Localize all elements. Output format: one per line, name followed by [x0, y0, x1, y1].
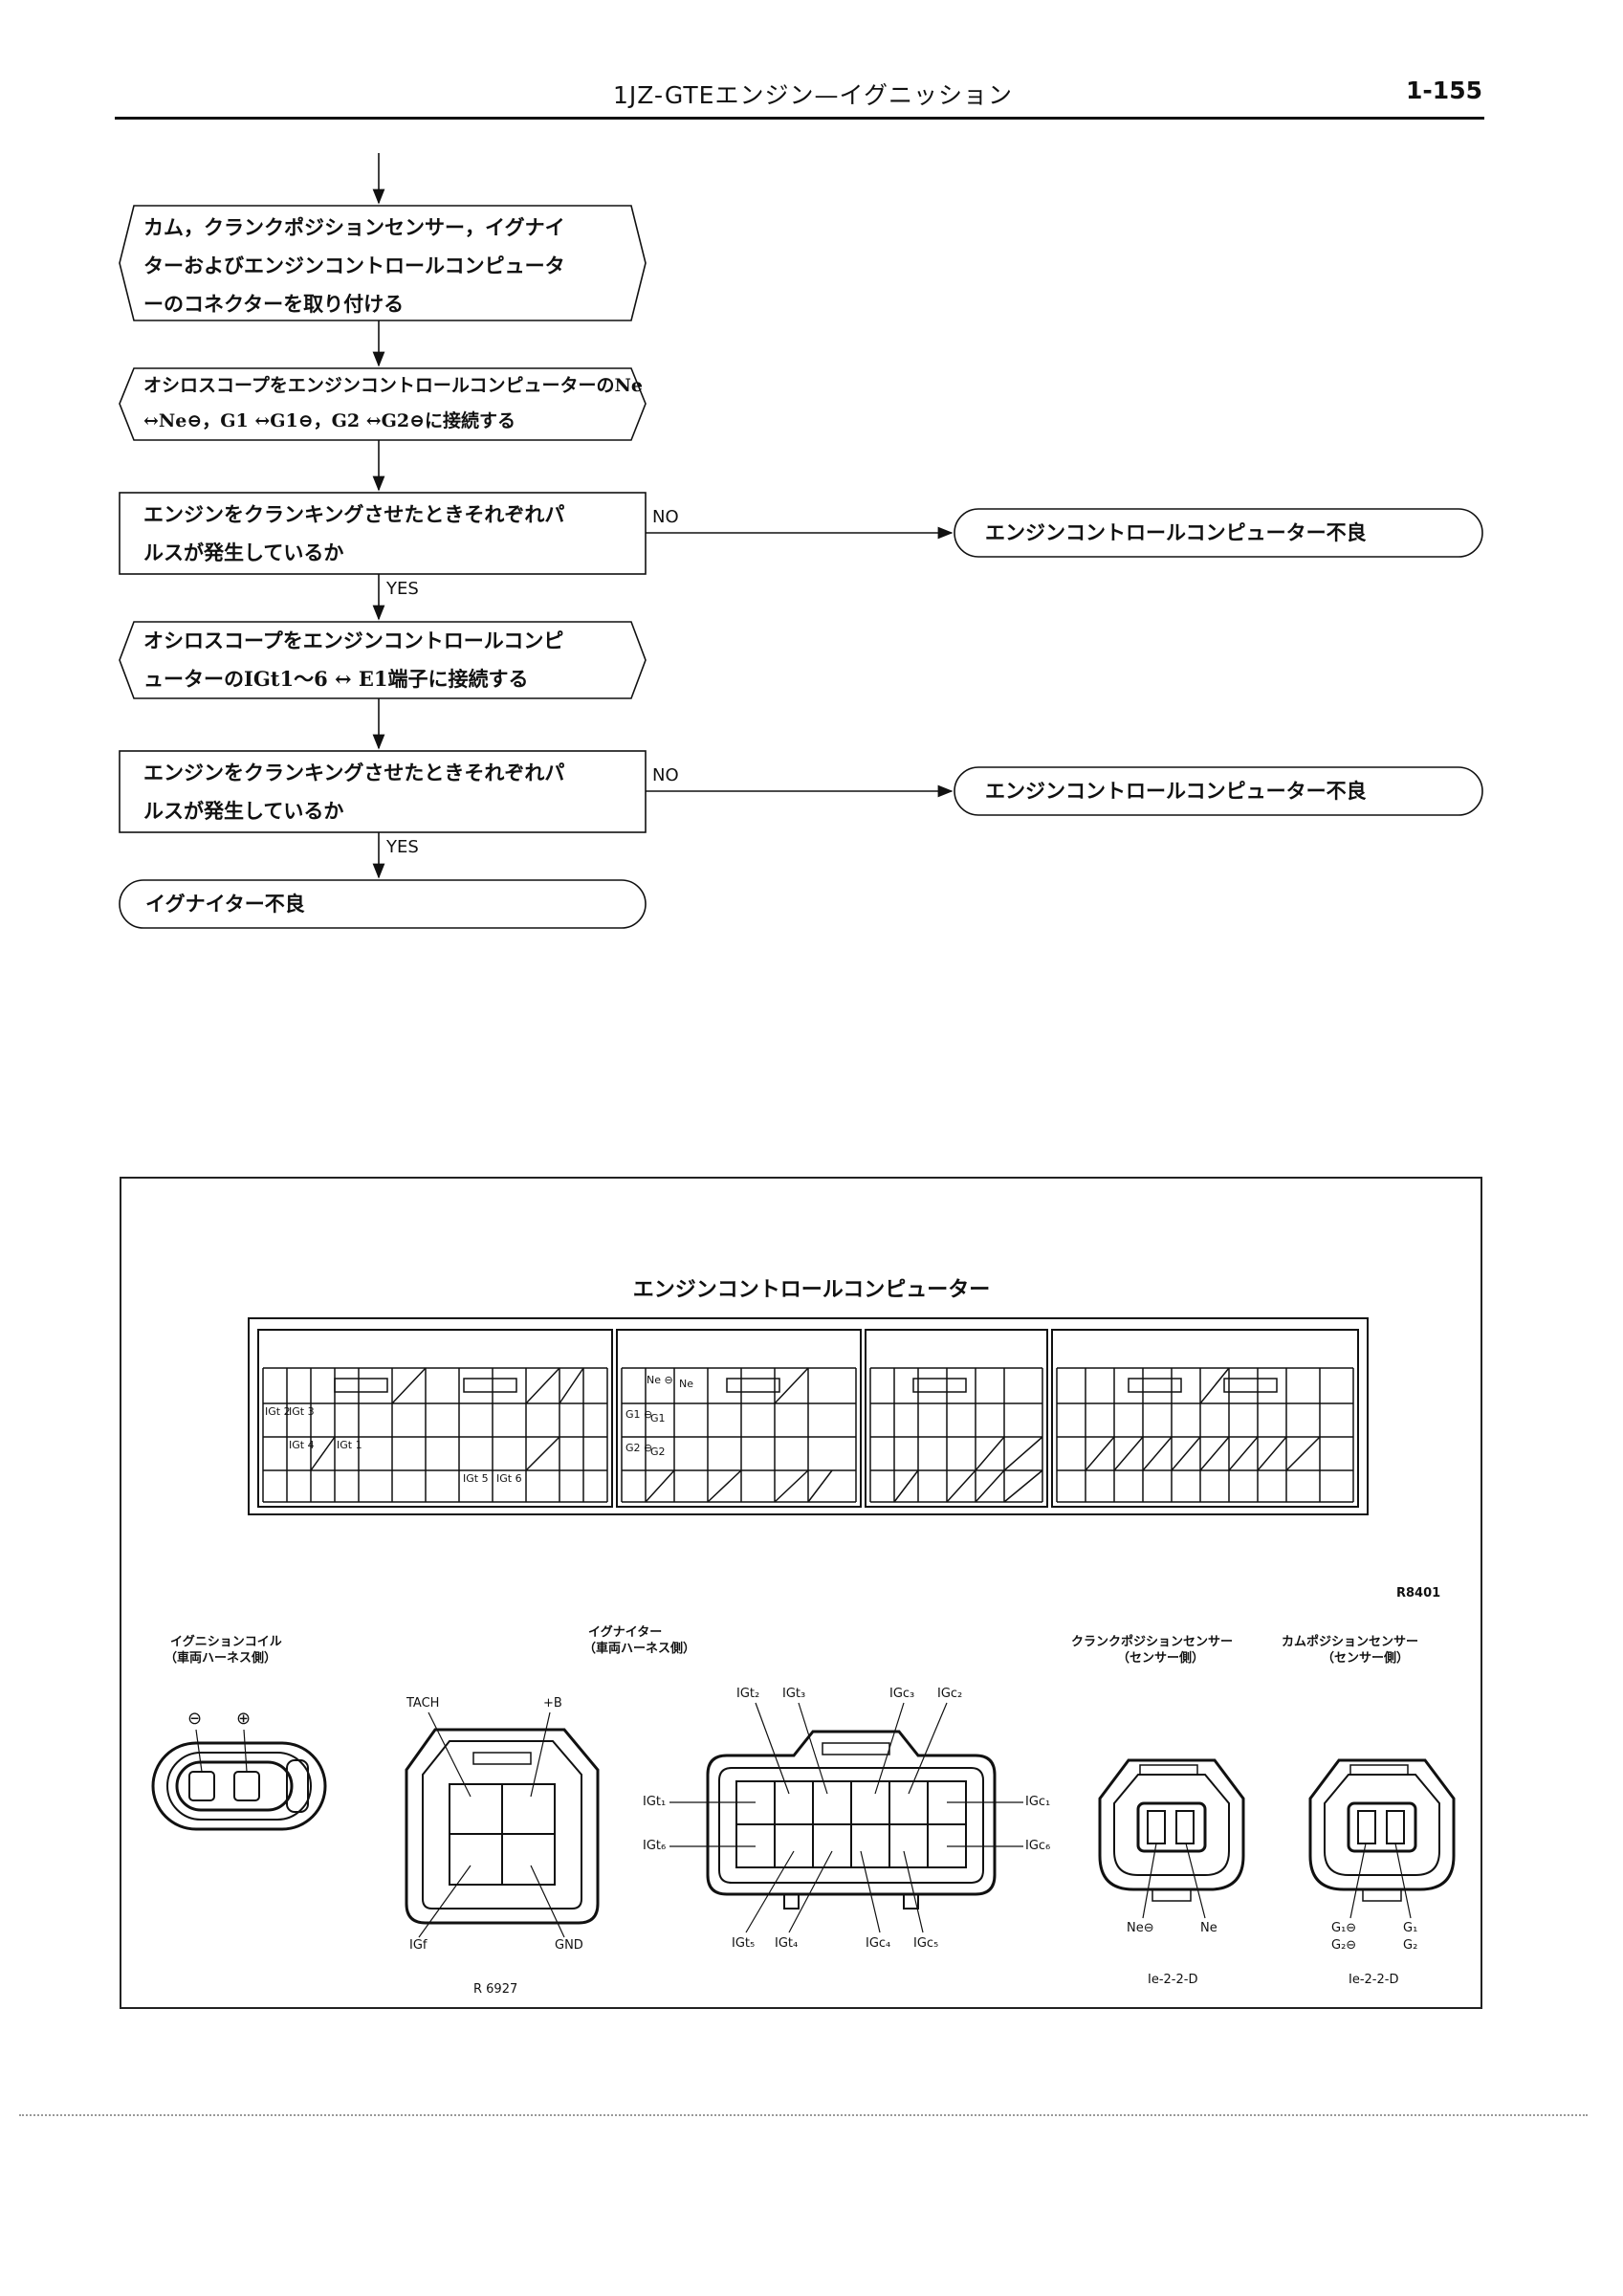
igniter-igt5-label: IGt₅	[732, 1936, 756, 1951]
ecu-pin-g2: G2	[650, 1446, 666, 1458]
decision2-text: エンジンをクランキングさせたときそれぞれパ ルスが発生しているか	[143, 761, 565, 823]
igniter-igc6-label: IGc₆	[1025, 1839, 1051, 1853]
connector-diagram-frame	[120, 1177, 1482, 2009]
cam-g1-label: G₁	[1403, 1921, 1418, 1935]
igniter-12pin-connector	[669, 1702, 1023, 1933]
scan-edge-line	[19, 2114, 1588, 2116]
crank-ne-minus-label: Ne⊖	[1127, 1921, 1154, 1935]
crank-title: クランクポジションセンサー	[1071, 1635, 1234, 1649]
ecu-pin-g1-minus: G1 ⊖	[625, 1408, 653, 1421]
ecu-block-4-grid	[1056, 1367, 1354, 1503]
igniter-igc2-label: IGc₂	[937, 1687, 963, 1701]
page-header-title: 1JZ-GTEエンジン—イグニッション	[613, 81, 1013, 109]
igniter-4pin-connector	[405, 1711, 600, 1938]
igniter-igc3-label: IGc₃	[889, 1687, 915, 1701]
ecu-pin-igt5: IGt 5	[463, 1472, 489, 1485]
ecu-block-3-grid	[869, 1367, 1043, 1503]
cam-g2-minus-label: G₂⊖	[1331, 1938, 1357, 1953]
igniter-gnd-label: GND	[555, 1938, 583, 1953]
igniter-plusb-label: +B	[543, 1696, 562, 1711]
step1-hexagon	[119, 205, 647, 321]
decision2-no-label: NO	[652, 765, 679, 785]
decision1-yes-label: YES	[386, 579, 419, 599]
igniter-igt3-label: IGt₃	[782, 1687, 806, 1701]
ignition-coil-connector	[151, 1729, 327, 1831]
ecu-pin-igt6: IGt 6	[496, 1472, 522, 1485]
crank-ref-label: Ie-2-2-D	[1148, 1973, 1198, 1987]
result2-box	[954, 766, 1483, 816]
step2-hexagon	[119, 367, 647, 441]
cam-subtitle: （センサー側）	[1322, 1651, 1410, 1666]
decision2-yes-label: YES	[386, 837, 419, 857]
result2-text: エンジンコントロールコンピューター不良	[985, 779, 1367, 803]
crank-ne-label: Ne	[1200, 1921, 1217, 1935]
decision1-text: エンジンをクランキングさせたときそれぞれパ ルスが発生しているか	[143, 502, 565, 564]
igniter-igc4-label: IGc₄	[866, 1936, 891, 1951]
igniter-igc1-label: IGc₁	[1025, 1795, 1051, 1809]
step1-text: カム，クランクポジションセンサー，イグナイ ターおよびエンジンコントロールコンピ…	[143, 215, 565, 316]
ecu-pin-g1: G1	[650, 1412, 666, 1424]
igniter-tach-label: TACH	[406, 1696, 440, 1711]
igniter-title: イグナイター	[588, 1625, 663, 1640]
igniter-igt2-label: IGt₂	[736, 1687, 760, 1701]
cam-g2-label: G₂	[1403, 1938, 1418, 1953]
ecu-pin-igt1: IGt 1	[337, 1439, 362, 1451]
cam-g1-minus-label: G₁⊖	[1331, 1921, 1357, 1935]
igniter-subtitle: （車両ハーネス側）	[583, 1642, 696, 1656]
crank-subtitle: （センサー側）	[1117, 1651, 1205, 1666]
flowchart-graphics	[119, 153, 1483, 929]
final-text: イグナイター不良	[145, 892, 305, 916]
ecu-pin-ne-minus: Ne ⊖	[647, 1374, 673, 1386]
igniter-igt4-label: IGt₄	[775, 1936, 799, 1951]
ecu-pin-igt4: IGt 4	[289, 1439, 315, 1451]
step3-text: オシロスコープをエンジンコントロールコンピ ューターのIGt1～6 ↔ E1端子…	[143, 629, 564, 691]
step2-text: オシロスコープをエンジンコントロールコンピューターのNe ↔Ne⊖，G1 ↔G1…	[143, 375, 643, 431]
igniter-igt1-label: IGt₁	[643, 1795, 667, 1809]
final-box	[119, 879, 647, 929]
ecu-pin-igt3: IGt 3	[289, 1405, 315, 1418]
ecu-title: エンジンコントロールコンピューター	[632, 1277, 991, 1302]
crank-sensor-connector	[1098, 1758, 1245, 1919]
cam-sensor-connector	[1308, 1758, 1456, 1919]
igniter-igc5-label: IGc₅	[913, 1936, 939, 1951]
coil-minus-label: ⊖	[187, 1709, 203, 1729]
igniter-ref-label: R 6927	[473, 1982, 518, 1997]
header-rule	[115, 117, 1484, 120]
ecu-pin-ne: Ne	[679, 1378, 693, 1390]
igniter-igt6-label: IGt₆	[643, 1839, 667, 1853]
ecu-pin-g2-minus: G2 ⊖	[625, 1442, 653, 1454]
ecu-block-1-grid	[262, 1367, 608, 1503]
page-number: 1-155	[1406, 77, 1482, 104]
coil-subtitle: （車両ハーネス側）	[164, 1651, 277, 1666]
coil-plus-label: ⊕	[236, 1709, 252, 1729]
step3-hexagon	[119, 621, 647, 699]
coil-title: イグニションコイル	[170, 1635, 282, 1649]
cam-title: カムポジションセンサー	[1282, 1635, 1419, 1649]
decision1-no-label: NO	[652, 507, 679, 527]
ecu-pin-igt2: IGt 2	[265, 1405, 291, 1418]
cam-ref-label: Ie-2-2-D	[1349, 1973, 1399, 1987]
ecu-block-2-grid	[621, 1367, 857, 1503]
ref-r8401: R8401	[1396, 1586, 1441, 1601]
igniter-igf-label: IGf	[409, 1938, 428, 1953]
result1-text: エンジンコントロールコンピューター不良	[985, 520, 1367, 544]
result1-box	[954, 508, 1483, 558]
